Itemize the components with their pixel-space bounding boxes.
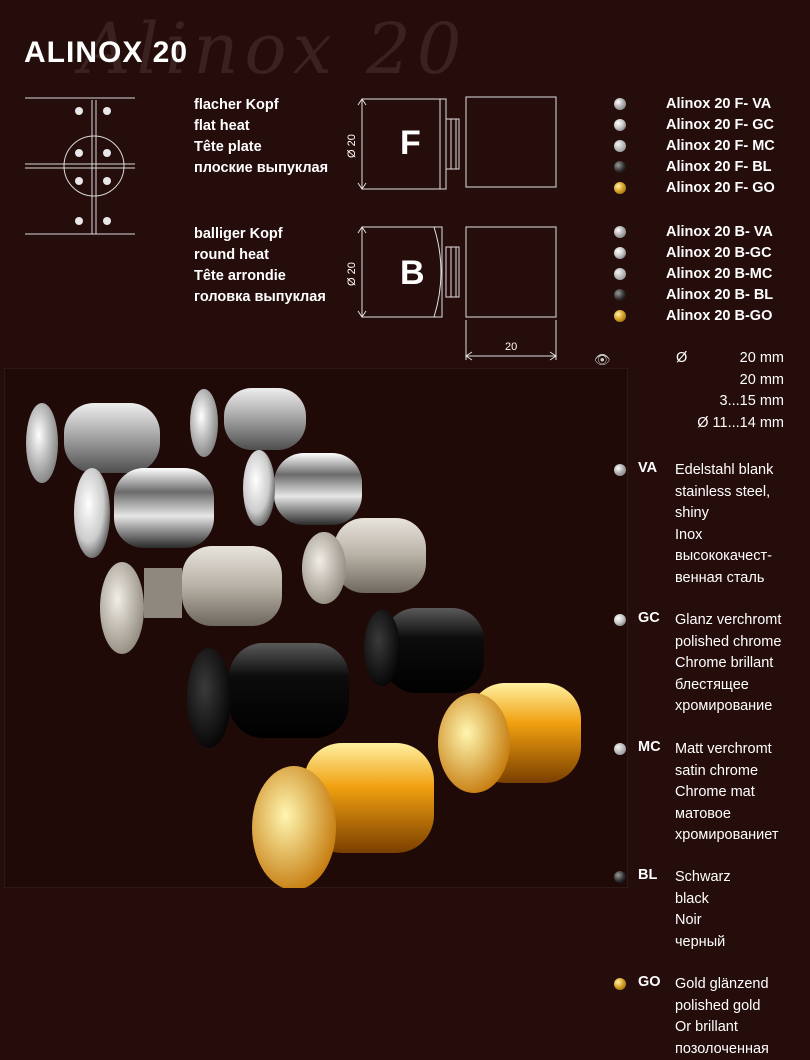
standoff-bl-round [364,608,484,693]
finish-swatch-icon [614,182,626,194]
code-label: Alinox 20 F- GC [666,117,774,133]
finish-line: stainless steel, [675,482,773,504]
finish-legend: VA Edelstahl blank stainless steel, shin… [613,460,810,1054]
flat-head-label-de: flacher Kopf [194,95,328,116]
round-head-label-en: round heat [194,245,326,266]
standoff-gc-flat [74,468,214,558]
finish-line: Gold glänzend [675,974,769,996]
code-item: Alinox 20 B- BL [614,284,773,305]
width-dimension: 20 [505,341,517,353]
finish-line: блестящее [675,675,781,697]
finish-swatch-icon [614,226,626,238]
finish-line: polished chrome [675,632,781,654]
finish-swatch-icon [614,247,626,259]
finish-swatch-icon [614,978,626,990]
code-list-round: Alinox 20 B- VA Alinox 20 B-GC Alinox 20… [614,221,810,331]
finish-line: Or brillant [675,1017,769,1039]
finish-code: BL [638,867,657,883]
spec-prefix: Ø [676,350,687,366]
finish-line: хромированиет [675,825,779,847]
round-head-diameter: Ø 20 [346,262,358,286]
finish-line: Inox [675,525,773,547]
flat-head-label-fr: Tête plate [194,137,328,158]
finish-line: Schwarz [675,867,731,889]
finish-line: satin chrome [675,761,779,783]
code-label: Alinox 20 F- VA [666,96,771,112]
finish-swatch-icon [614,310,626,322]
eye-icon: 👁 [594,352,611,368]
finish-swatch-icon [614,268,626,280]
flat-head-label-ru: плоские выпуклая [194,158,328,179]
code-item: Alinox 20 B-GO [614,305,772,326]
finish-code: MC [638,739,661,755]
finish-swatch-icon [614,289,626,301]
standoff-va-round [190,388,306,457]
finish-line: черный [675,932,731,954]
finish-line: Matt verchromt [675,739,779,761]
code-label: Alinox 20 F- GO [666,180,775,196]
code-item: Alinox 20 F- BL [614,156,772,177]
code-label: Alinox 20 B- VA [666,224,773,240]
finish-line: Noir [675,910,731,932]
flat-head-label-en: flat heat [194,116,328,137]
finish-line: black [675,889,731,911]
finish-swatch-icon [614,614,626,626]
code-list-flat: Alinox 20 F- VA Alinox 20 F- GC Alinox 2… [614,93,810,203]
round-head-label-de: balliger Kopf [194,224,326,245]
standoff-go-round [438,683,581,793]
hole-pattern-diagram [22,96,138,238]
finish-swatch-icon [614,140,626,152]
round-head-labels: balliger Kopf round heat Tête arrondie г… [194,224,326,308]
spec-value: 20 mm [740,350,784,366]
flat-head-letter: F [400,124,421,163]
code-label: Alinox 20 F- MC [666,138,775,154]
finish-code: GC [638,610,660,626]
finish-line: Chrome mat [675,782,779,804]
round-head-letter: B [400,254,425,293]
finish-line: высококачест- [675,546,773,568]
finish-line: матовое [675,804,779,826]
finish-line: Chrome brillant [675,653,781,675]
finish-line: polished gold [675,996,769,1018]
code-item: Alinox 20 B-GC [614,242,772,263]
code-label: Alinox 20 B-GC [666,245,772,261]
finish-swatch-icon [614,119,626,131]
spec-value: 20 mm [740,372,784,388]
finish-code: VA [638,460,657,476]
standoff-gc-round [243,450,362,526]
code-item: Alinox 20 F- GC [614,114,774,135]
technical-drawing [348,92,564,364]
flat-head-labels: flacher Kopf flat heat Tête plate плоски… [194,95,328,179]
code-item: Alinox 20 B- VA [614,221,773,242]
code-item: Alinox 20 F- MC [614,135,775,156]
finish-swatch-icon [614,871,626,883]
spec-value: Ø 11...14 mm [697,415,784,431]
round-head-label-fr: Tête arrondie [194,266,326,287]
code-label: Alinox 20 F- BL [666,159,772,175]
finish-code: GO [638,974,661,990]
finish-swatch-icon [614,98,626,110]
code-item: Alinox 20 F- VA [614,93,771,114]
finish-line: венная сталь [675,568,773,590]
finish-swatch-icon [614,464,626,476]
finish-line: Edelstahl blank [675,460,773,482]
finish-line: позолоченная [675,1039,769,1060]
finish-line: хромирование [675,696,781,718]
code-item: Alinox 20 F- GO [614,177,775,198]
finish-swatch-icon [614,161,626,173]
standoff-bl-flat [187,643,349,748]
round-head-label-ru: головка выпуклая [194,287,326,308]
page-title: ALINOX 20 [24,36,188,70]
finish-line: Glanz verchromt [675,610,781,632]
code-label: Alinox 20 B-MC [666,266,772,282]
product-photo [4,368,628,888]
code-item: Alinox 20 B-MC [614,263,772,284]
finish-swatch-icon [614,743,626,755]
code-label: Alinox 20 B-GO [666,308,772,324]
spec-value: 3...15 mm [720,393,784,409]
flat-head-diameter: Ø 20 [346,134,358,158]
code-label: Alinox 20 B- BL [666,287,773,303]
finish-line: shiny [675,503,773,525]
